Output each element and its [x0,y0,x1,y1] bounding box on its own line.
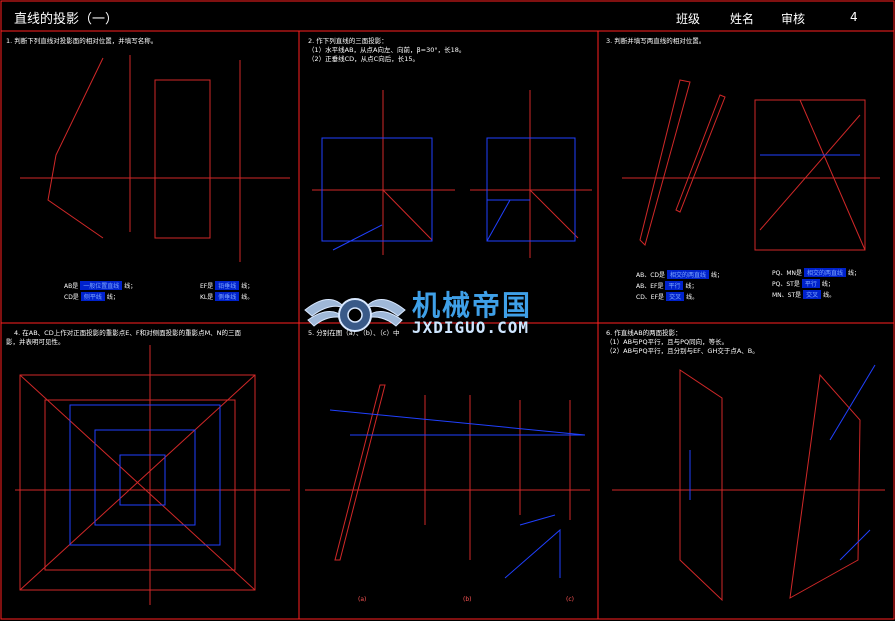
panel6-drawing [612,364,885,602]
panel6-line2: （2）AB与PQ平行，且分别与EF、GH交于点A、B。 [606,347,759,355]
caption-c: (c) [566,596,574,603]
panel1-answer-cd: CD是侧平线线； [64,292,119,301]
panel3-answer-3: CD、EF是交叉线。 [636,292,699,301]
panel3-answer-1: AB、CD是相交的两直线线； [636,270,724,279]
watermark-cn: 机械帝国 [412,289,533,322]
panel3-answer-5: PQ、ST是平行线； [772,279,834,288]
watermark-gear-wings-icon [304,298,406,332]
panel1-answer-ef: EF是铅垂线线； [200,281,254,290]
class-label: 班级 [676,12,701,26]
panel3-answer-6: MN、ST是交叉线。 [772,290,836,299]
caption-b: (b) [463,596,472,603]
caption-a: (a) [358,596,367,603]
panel3-title: 3. 判断并填写两直线的相对位置。 [606,37,706,45]
panel2-line1: （1）水平线AB，从点A向左、向前，β=30°，长18。 [308,46,466,54]
panel3-answer-2: AB、EF是平行线； [636,281,698,290]
panel2-title: 2. 作下列直线的三面投影： [308,37,388,45]
panel5-drawing [305,384,590,579]
panel1-answer-kl: KL是侧垂线线。 [200,292,254,301]
page-number: 4 [850,10,858,24]
panel1-answer-ab: AB是一般位置直线线； [64,281,137,290]
panel6-line1: （1）AB与PQ平行，且与PQ同向，等长。 [606,338,729,346]
watermark: 机械帝国 JXDIGUO.COM [300,280,600,350]
panel4-title-cont: 影，并表明可见性。 [6,338,65,346]
panel5-title: 5. 分别在图（a）、（b）、（c）中 [308,329,400,337]
panel6-title: 6. 作直线AB的两面投影： [606,329,682,337]
panel1-title: 1. 判断下列直线对投影面的相对位置，并填写名称。 [6,37,158,45]
review-label: 审核 [781,12,806,26]
panel1-drawing [20,55,290,262]
panel4-drawing [15,345,290,605]
watermark-en: JXDIGUO.COM [412,318,529,337]
sheet-title: 直线的投影（一） [14,12,119,27]
panel3-drawing [622,79,880,251]
panel2-line2: （2）正垂线CD，从点C向后，长15。 [308,55,419,63]
panel2-drawing [312,90,592,258]
panel3-answer-4: PQ、MN是相交的两直线线； [772,268,861,277]
name-label: 姓名 [730,12,755,26]
panel4-title: 4. 在AB、CD上作对正面投影的重影点E、F和对侧面投影的重影点M、N的三面 [14,329,242,337]
